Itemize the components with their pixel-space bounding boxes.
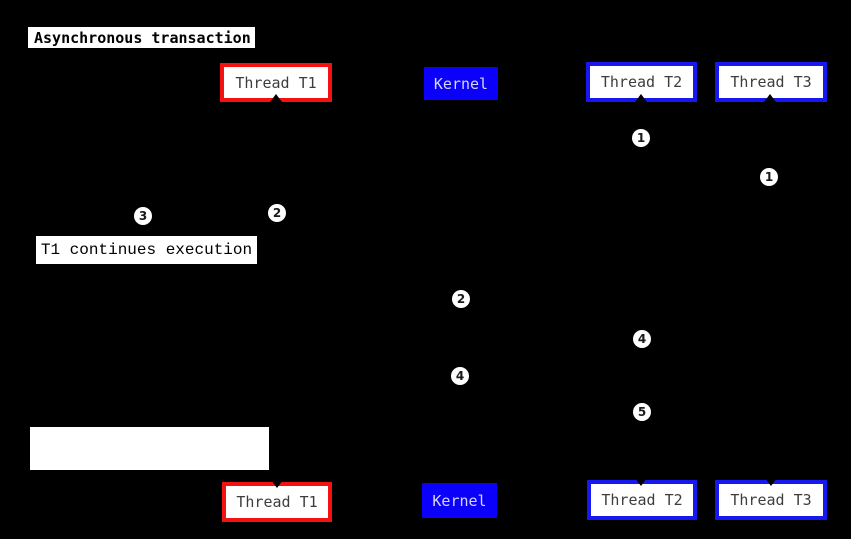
participant-thread-t2-bottom: Thread T2 (587, 480, 697, 520)
arrowhead-notch (635, 478, 647, 486)
step-marker-label: 5 (637, 405, 647, 419)
step-marker-4-kernel: 4 (451, 367, 469, 385)
arrowhead-notch (271, 480, 283, 488)
participant-kernel-top: Kernel (424, 67, 498, 100)
step-marker-label: 1 (764, 170, 774, 184)
note-empty (30, 427, 269, 470)
participant-thread-t3-bottom: Thread T3 (715, 480, 827, 520)
step-marker-2-kernel: 2 (452, 290, 470, 308)
step-marker-label: 4 (455, 369, 465, 383)
diagram-title: Asynchronous transaction (28, 27, 255, 48)
step-marker-label: 2 (456, 292, 466, 306)
step-marker-5-thread-t2: 5 (633, 403, 651, 421)
step-marker-label: 4 (637, 332, 647, 346)
participant-label: Thread T1 (235, 73, 317, 92)
arrowhead-notch (765, 478, 777, 486)
participant-thread-t1-bottom: Thread T1 (222, 482, 332, 522)
participant-kernel-bottom: Kernel (422, 483, 497, 518)
arrowhead-notch (270, 94, 282, 102)
arrowhead-notch (635, 94, 647, 102)
step-marker-label: 3 (138, 209, 148, 223)
participant-label: Thread T3 (730, 73, 812, 91)
step-marker-label: 2 (272, 206, 282, 220)
step-marker-label: 1 (636, 131, 646, 145)
participant-label: Kernel (433, 74, 489, 93)
participant-label: Thread T2 (601, 491, 683, 509)
step-marker-1-thread-t2: 1 (632, 129, 650, 147)
step-marker-2-thread-t1: 2 (268, 204, 286, 222)
arrowhead-notch (764, 94, 776, 102)
step-marker-3: 3 (134, 207, 152, 225)
participant-label: Kernel (432, 491, 487, 510)
step-marker-4-thread-t2: 4 (633, 330, 651, 348)
participant-label: Thread T2 (600, 73, 683, 91)
participant-label: Thread T3 (730, 491, 812, 509)
participant-label: Thread T1 (236, 493, 318, 511)
note-t1-continues-execution: T1 continues execution (36, 236, 257, 264)
step-marker-1-thread-t3: 1 (760, 168, 778, 186)
